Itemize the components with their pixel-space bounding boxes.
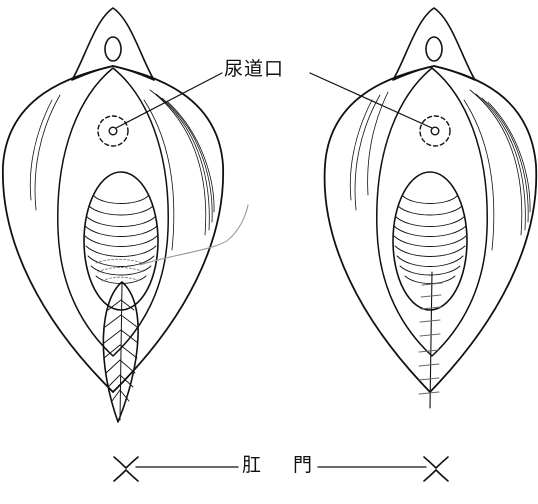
vaginal-opening-right [393, 172, 467, 310]
clitoral-hood-left [72, 8, 154, 80]
leader-line-right [310, 73, 432, 128]
vaginal-opening-left [84, 172, 158, 310]
wound-midrib-left [120, 284, 122, 420]
anus-marker-left [114, 457, 138, 481]
clitoris-left [105, 37, 121, 61]
clitoris-right [426, 37, 442, 61]
anus-label-char-2: 門 [293, 456, 312, 475]
urethral-opening-label: 尿道口 [224, 60, 284, 79]
urethral-ring-right [420, 116, 450, 146]
leader-line-left [116, 73, 222, 128]
labia-minora-left [58, 68, 168, 356]
anus-label-char-1: 肛 [242, 456, 261, 475]
right-figure [325, 8, 537, 408]
left-figure [3, 8, 248, 422]
suture-thread-left [140, 205, 248, 265]
suture-stitches-left [96, 259, 144, 281]
labia-majora-left [3, 66, 223, 392]
suture-line-right [430, 272, 432, 408]
urethral-ring-left [98, 116, 128, 146]
vaginal-rugae-right [394, 196, 466, 284]
anus-marker-right [424, 457, 448, 481]
vaginal-rugae-left [85, 196, 157, 284]
